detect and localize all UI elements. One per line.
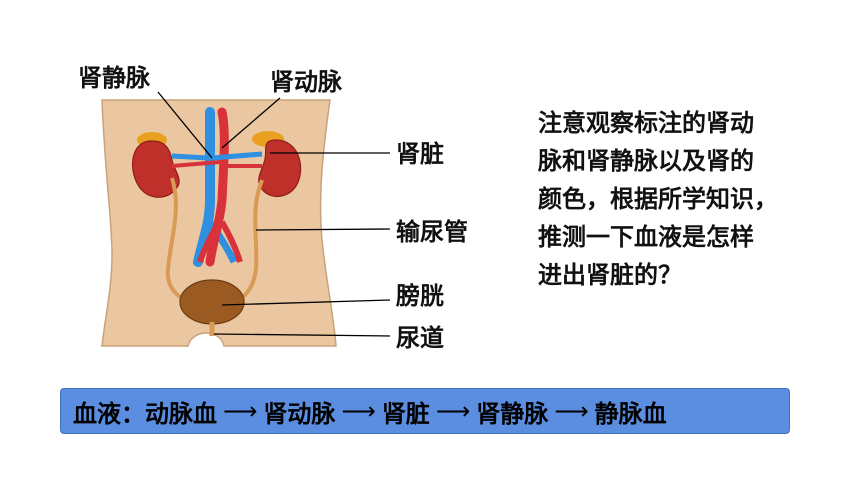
flow-prefix: 血液： xyxy=(73,399,145,428)
left-renal-vein xyxy=(171,153,209,161)
blood-flow-bar: 血液： 动脉血 ⟶ 肾动脉 ⟶ 肾脏 ⟶ 肾静脉 ⟶ 静脉血 xyxy=(60,388,790,434)
right-renal-vein xyxy=(211,151,263,161)
question-line: 颜色，根据所学知识， xyxy=(538,185,778,213)
flow-step: 肾静脉 xyxy=(476,399,549,428)
label-ureter: 输尿管 xyxy=(396,218,468,246)
label-renal-artery: 肾动脉 xyxy=(270,68,342,96)
leader-urethra xyxy=(213,333,391,337)
question-line: 脉和肾静脉以及肾的 xyxy=(538,147,754,175)
right-arrow-icon: ⟶ xyxy=(435,397,471,425)
question-text: 注意观察标注的肾动 脉和肾静脉以及肾的 颜色，根据所学知识， 推测一下血液是怎样… xyxy=(538,104,838,294)
label-renal-vein: 肾静脉 xyxy=(78,64,150,92)
label-urethra: 尿道 xyxy=(396,324,444,352)
artery-branch-left-leg xyxy=(197,220,221,263)
leader-renal-artery xyxy=(221,97,281,149)
question-line: 推测一下血液是怎样 xyxy=(538,223,754,251)
leader-renal-vein xyxy=(157,91,213,159)
leader-ureter xyxy=(255,228,391,231)
leader-bladder xyxy=(221,299,391,306)
right-arrow-icon: ⟶ xyxy=(223,397,258,425)
flow-step: 静脉血 xyxy=(594,399,667,428)
left-kidney xyxy=(132,140,180,198)
artery-branch-right-leg xyxy=(219,220,243,263)
flow-step: 动脉血 xyxy=(145,399,217,428)
question-line: 进出肾脏的？ xyxy=(538,261,682,289)
right-arrow-icon: ⟶ xyxy=(341,397,376,425)
flow-step: 肾脏 xyxy=(381,399,430,428)
label-bladder: 膀胱 xyxy=(396,282,444,310)
flow-step: 肾动脉 xyxy=(263,399,336,428)
question-line: 注意观察标注的肾动 xyxy=(538,109,754,137)
label-kidney: 肾脏 xyxy=(396,140,444,168)
aorta xyxy=(205,107,229,267)
left-renal-artery xyxy=(171,160,221,168)
right-arrow-icon: ⟶ xyxy=(554,397,589,425)
bladder xyxy=(179,279,245,325)
